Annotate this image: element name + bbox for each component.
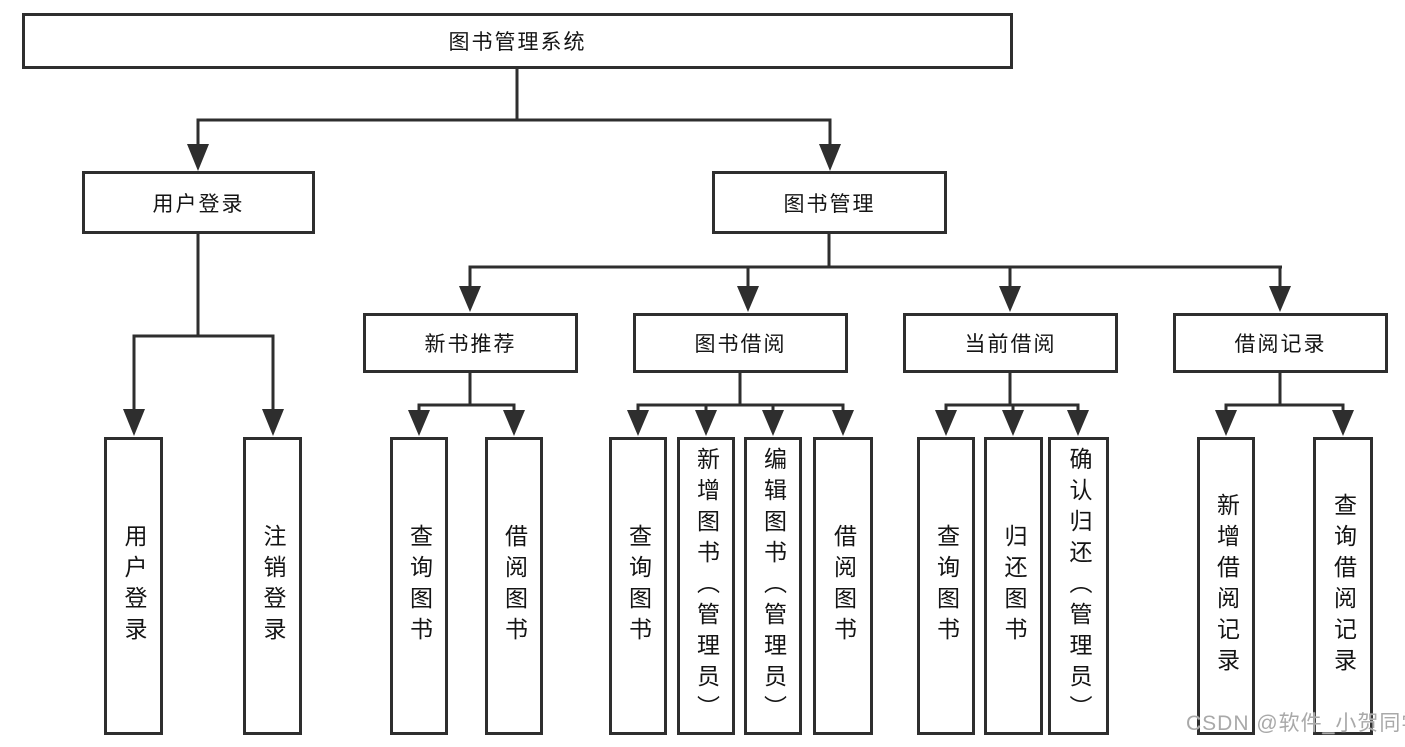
csdn-watermark: CSDN @软件_小贺同学: [1186, 712, 1405, 735]
node-label: 查询图书: [406, 524, 433, 648]
leaf-query-books-1: 查询图书: [390, 437, 448, 735]
connector-new-book-recommend-children: [408, 373, 525, 436]
leaf-query-books-3: 查询图书: [917, 437, 975, 735]
node-label: 归还图书: [1001, 524, 1027, 648]
node-label: 用户登录: [121, 524, 147, 648]
node-label: 借阅图书: [830, 524, 857, 648]
leaf-add-borrow-record: 新增借阅记录: [1197, 437, 1255, 735]
connector-root-to-level2: [187, 69, 841, 171]
node-book-management: 图书管理: [712, 171, 947, 234]
arrowhead: [935, 410, 1089, 436]
node-label: 图书管理系统: [448, 31, 587, 54]
node-label: 借阅记录: [1234, 333, 1327, 356]
leaf-add-book-admin: 新增图书（管理员）: [677, 437, 735, 735]
node-user-login: 用户登录: [82, 171, 315, 234]
node-library-system: 图书管理系统: [22, 13, 1013, 69]
node-label: 借阅图书: [501, 524, 528, 648]
node-new-book-recommend: 新书推荐: [363, 313, 578, 373]
node-label: 注销登录: [260, 524, 286, 648]
leaf-query-borrow-record: 查询借阅记录: [1313, 437, 1373, 735]
node-label: 新书推荐: [424, 333, 517, 356]
node-label: 图书借阅: [694, 333, 787, 356]
connector-book-management-children: [459, 234, 1291, 312]
node-book-borrowing: 图书借阅: [633, 313, 848, 373]
node-current-borrowing: 当前借阅: [903, 313, 1118, 373]
node-label: 当前借阅: [964, 333, 1057, 356]
node-label: 新增借阅记录: [1213, 493, 1240, 679]
node-label: 用户登录: [152, 192, 245, 216]
connector-borrowing-records-children: [1215, 373, 1354, 436]
node-label: 查询借阅记录: [1330, 493, 1357, 679]
node-label: 确认归还（管理员）: [1066, 446, 1092, 726]
arrowhead: [1215, 410, 1354, 436]
node-label: 查询图书: [625, 524, 652, 648]
leaf-user-login: 用户登录: [104, 437, 163, 735]
node-label: 图书管理: [783, 192, 876, 216]
node-label: 编辑图书（管理员）: [760, 446, 787, 726]
leaf-borrow-books-1: 借阅图书: [485, 437, 543, 735]
leaf-edit-book-admin: 编辑图书（管理员）: [744, 437, 802, 735]
arrowhead: [408, 410, 525, 436]
connector-book-borrowing-children: [627, 373, 854, 436]
leaf-confirm-return-admin: 确认归还（管理员）: [1048, 437, 1109, 735]
connector-current-borrowing-children: [935, 373, 1089, 436]
node-label: 新增图书（管理员）: [693, 446, 720, 726]
leaf-query-books-2: 查询图书: [609, 437, 667, 735]
leaf-return-books: 归还图书: [984, 437, 1043, 735]
node-label: 查询图书: [933, 524, 960, 648]
arrowhead: [123, 409, 284, 436]
leaf-borrow-books-2: 借阅图书: [813, 437, 873, 735]
arrowhead: [187, 144, 841, 171]
node-borrowing-records: 借阅记录: [1173, 313, 1388, 373]
arrowhead: [627, 410, 854, 436]
arrowhead: [459, 286, 1291, 312]
connector-user-login-children: [123, 234, 284, 436]
leaf-logout: 注销登录: [243, 437, 302, 735]
